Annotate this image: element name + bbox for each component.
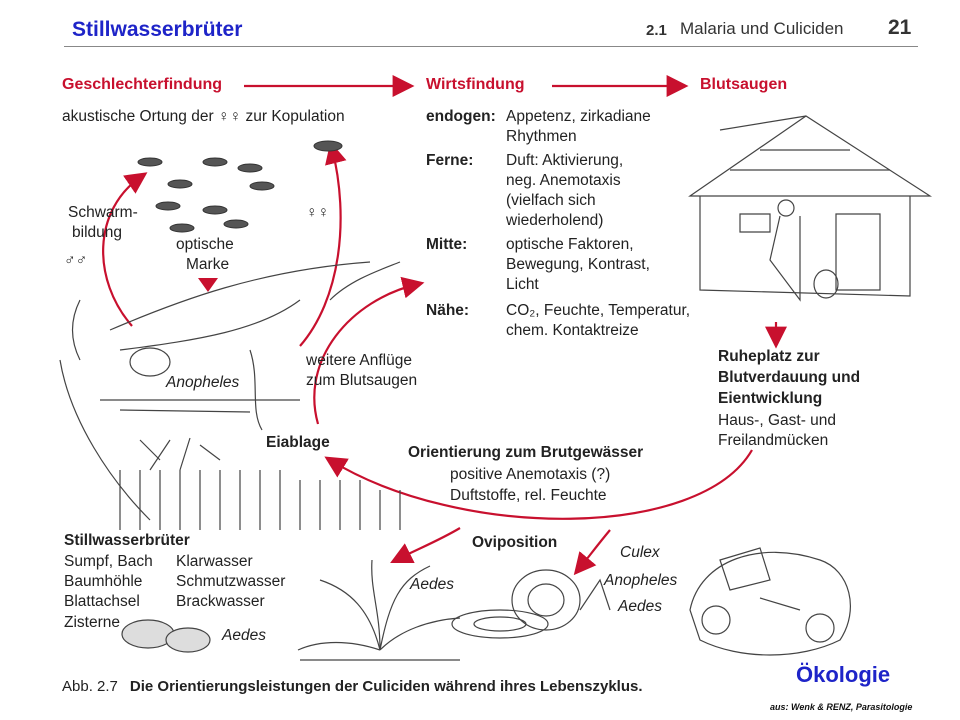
def-naehe-1: CO₂, Feuchte, Temperatur, — [506, 302, 691, 319]
arrow-mating-up — [299, 141, 347, 347]
arrow-to-tires — [573, 529, 611, 576]
arrow-to-eiablage — [324, 449, 753, 520]
mating-description: akustische Ortung der ♀♀ zur Kopulation — [62, 108, 345, 125]
schwarmbildung-line-2: bildung — [72, 224, 122, 241]
slide-title: Stillwasserbrüter — [72, 18, 243, 41]
page-number: 21 — [888, 16, 912, 39]
breeding-orientation-title: Orientierung zum Brutgewässer — [408, 444, 644, 461]
label-blutsaugen: Blutsaugen — [700, 76, 788, 93]
label-anopheles-pond: Anopheles — [166, 374, 240, 391]
def-mitte-1: optische Faktoren, — [506, 236, 634, 253]
figure-number: Abb. 2.7 — [62, 678, 118, 695]
schwarmbildung-line-1: Schwarm- — [68, 204, 138, 221]
optische-line-1: optische — [176, 236, 234, 253]
source-credit: aus: Wenk & RENZ, Parasitologie — [770, 702, 913, 712]
car-wreck-illustration — [689, 547, 851, 656]
still-water-col1-2: Baumhöhle — [64, 573, 143, 590]
label-wirtsfindung: Wirtsfindung — [426, 76, 525, 93]
def-mitte-3: Licht — [506, 276, 539, 293]
males-symbol: ♂♂ — [64, 252, 88, 269]
rest-body-1: Haus-, Gast- und — [718, 412, 837, 429]
def-ferne-2: neg. Anemotaxis — [506, 172, 621, 189]
tires-illustration — [451, 569, 611, 639]
figure-caption-text: Die Orientierungsleistungen der Culicide… — [129, 678, 643, 695]
term-ferne: Ferne: — [426, 152, 474, 169]
rest-title-1: Ruheplatz zur — [718, 348, 820, 365]
rest-body-2: Freilandmücken — [718, 432, 829, 449]
breeding-orientation-line-2: Duftstoffe, rel. Feuchte — [450, 487, 607, 504]
agave-illustration — [297, 559, 461, 661]
def-ferne-3: (vielfach sich — [506, 192, 596, 209]
arrow-to-still-water — [390, 527, 461, 563]
still-water-col1-1: Sumpf, Bach — [64, 553, 153, 570]
hut-illustration — [688, 115, 933, 302]
def-endogen-2: Rhythmen — [506, 128, 577, 145]
still-water-col1-4: Zisterne — [64, 614, 120, 631]
mosquito-swarm — [137, 140, 343, 233]
arrow-swarm-up — [102, 172, 148, 327]
still-water-title: Stillwasserbrüter — [64, 532, 190, 549]
still-water-col2-1: Klarwasser — [176, 553, 253, 570]
header-rule — [64, 46, 918, 47]
def-mitte-2: Bewegung, Kontrast, — [506, 256, 650, 273]
topic-label: Ökologie — [796, 662, 891, 687]
optische-line-2: Marke — [186, 256, 230, 273]
term-mitte: Mitte: — [426, 236, 468, 253]
stones-illustration — [121, 619, 211, 653]
def-ferne-1: Duft: Aktivierung, — [506, 152, 624, 169]
chapter-title: Malaria und Culiciden — [680, 19, 844, 38]
label-anopheles-tires: Anopheles — [604, 572, 678, 589]
still-water-col2-3: Brackwasser — [176, 593, 265, 610]
figure-caption: Abb. 2.7 Die Orientierungsleistungen der … — [62, 678, 643, 695]
flights-line-2: zum Blutsaugen — [306, 372, 418, 389]
rest-title-2: Blutverdauung und — [718, 369, 861, 386]
term-naehe: Nähe: — [426, 302, 470, 319]
label-aedes-agave: Aedes — [410, 576, 454, 593]
label-eiablage: Eiablage — [266, 434, 330, 451]
label-culex: Culex — [620, 544, 660, 561]
def-ferne-4: wiederholend) — [506, 212, 604, 229]
label-geschlechterfindung: Geschlechterfindung — [62, 76, 223, 93]
pond-landscape — [59, 261, 401, 530]
breeding-orientation-line-1: positive Anemotaxis (?) — [450, 466, 611, 483]
flights-line-1: weitere Anflüge — [306, 352, 412, 369]
females-symbol: ♀♀ — [306, 204, 330, 221]
arrow-further-flights — [313, 276, 425, 425]
section-number: 2.1 — [646, 22, 667, 39]
label-aedes-tires: Aedes — [618, 598, 662, 615]
rest-title-3: Eientwicklung — [718, 390, 823, 407]
def-naehe-2: chem. Kontaktreize — [506, 322, 639, 339]
optical-marker-triangle — [198, 278, 218, 292]
def-endogen-1: Appetenz, zirkadiane — [506, 108, 651, 125]
still-water-col1-3: Blattachsel — [64, 593, 140, 610]
still-water-col2-2: Schmutzwasser — [176, 573, 286, 590]
label-aedes-stones: Aedes — [222, 627, 266, 644]
term-endogen: endogen: — [426, 108, 496, 125]
oviposition-title: Oviposition — [472, 534, 558, 551]
